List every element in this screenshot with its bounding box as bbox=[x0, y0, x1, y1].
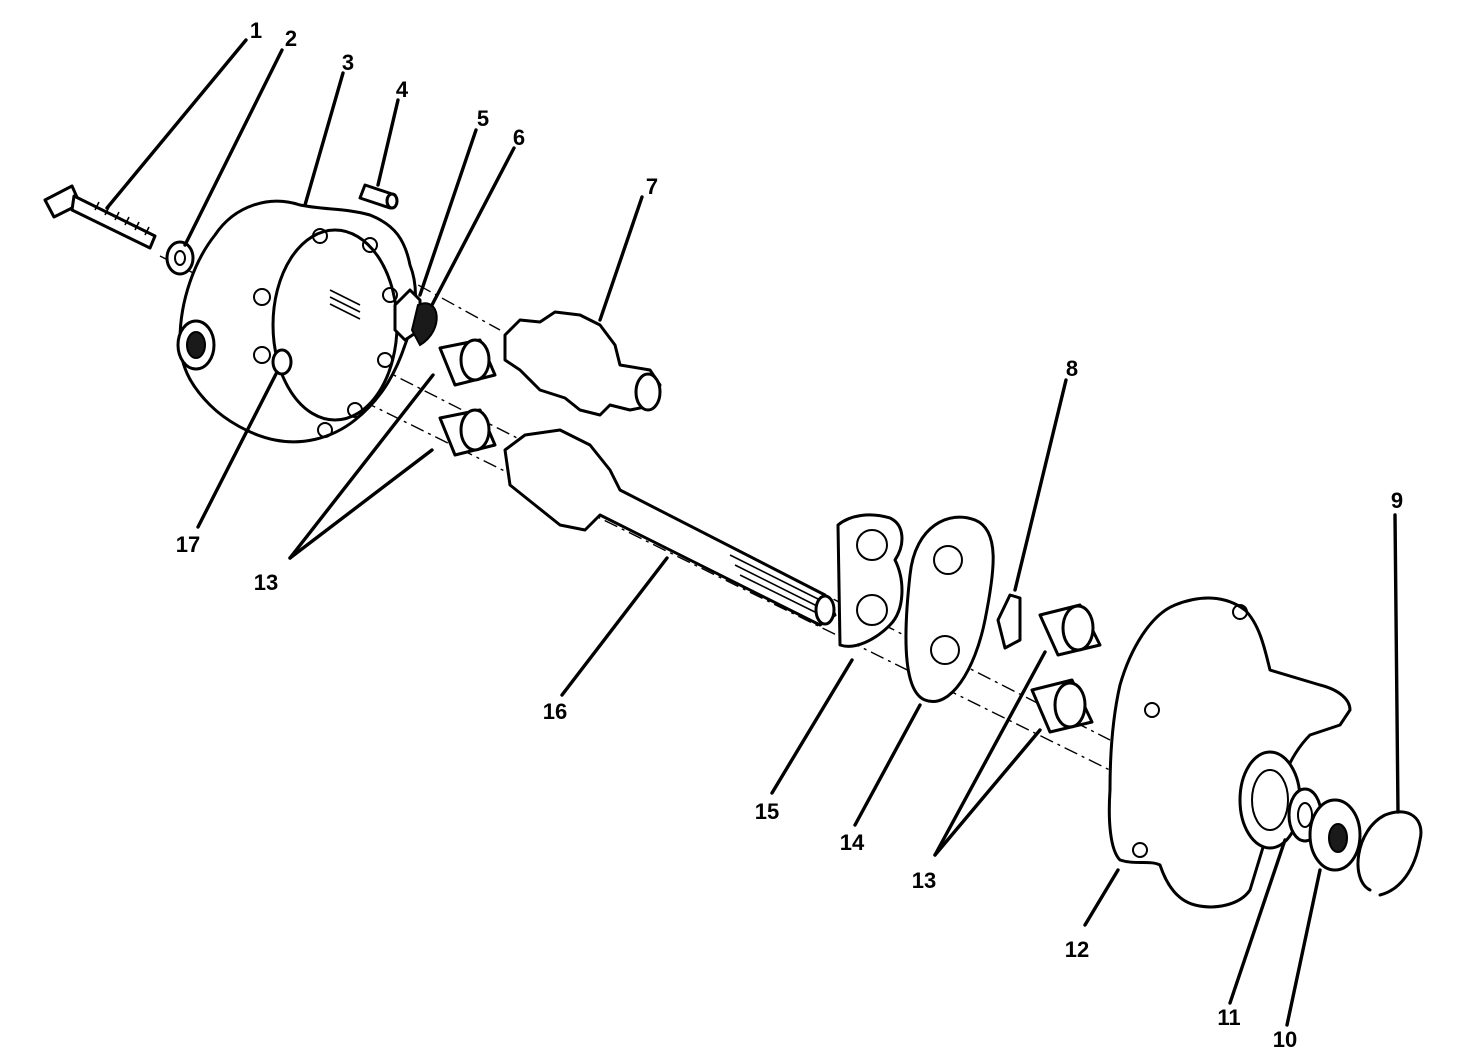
callout-3: 3 bbox=[342, 50, 354, 75]
callout-13-rear: 13 bbox=[912, 868, 936, 893]
washer bbox=[165, 240, 195, 276]
callout-2: 2 bbox=[285, 26, 297, 51]
callout-1: 1 bbox=[250, 18, 262, 43]
pump-cover bbox=[1107, 596, 1352, 909]
gasket bbox=[904, 515, 995, 703]
callout-14: 14 bbox=[840, 830, 865, 855]
callout-12: 12 bbox=[1065, 937, 1089, 962]
callout-9: 9 bbox=[1391, 488, 1403, 513]
snap-ring bbox=[1356, 810, 1423, 897]
callout-labels: 1 2 3 4 5 6 7 8 9 10 11 12 13 13 14 15 1… bbox=[176, 18, 1403, 1052]
callout-8: 8 bbox=[1066, 356, 1078, 381]
callout-7: 7 bbox=[646, 174, 658, 199]
needle-bearings-rear bbox=[1030, 603, 1102, 734]
needle-bearings-front bbox=[438, 338, 497, 457]
bolt bbox=[43, 184, 157, 250]
callout-15: 15 bbox=[755, 799, 779, 824]
drive-gear-upper bbox=[503, 310, 662, 417]
callout-16: 16 bbox=[543, 699, 567, 724]
drive-shaft bbox=[503, 428, 837, 627]
dowel-pin bbox=[358, 183, 399, 210]
callout-6: 6 bbox=[513, 125, 525, 150]
thrust-plate bbox=[836, 513, 904, 648]
pump-body bbox=[176, 199, 417, 444]
callout-17: 17 bbox=[176, 532, 200, 557]
callout-4: 4 bbox=[396, 77, 409, 102]
callout-11: 11 bbox=[1217, 1005, 1240, 1030]
relief-valve-parts bbox=[271, 288, 438, 376]
callout-10: 10 bbox=[1273, 1027, 1297, 1052]
leader-lines bbox=[105, 38, 1400, 1027]
key bbox=[996, 593, 1022, 650]
callout-5: 5 bbox=[477, 106, 489, 131]
callout-13-front: 13 bbox=[254, 570, 278, 595]
seal-washer bbox=[1308, 798, 1362, 872]
